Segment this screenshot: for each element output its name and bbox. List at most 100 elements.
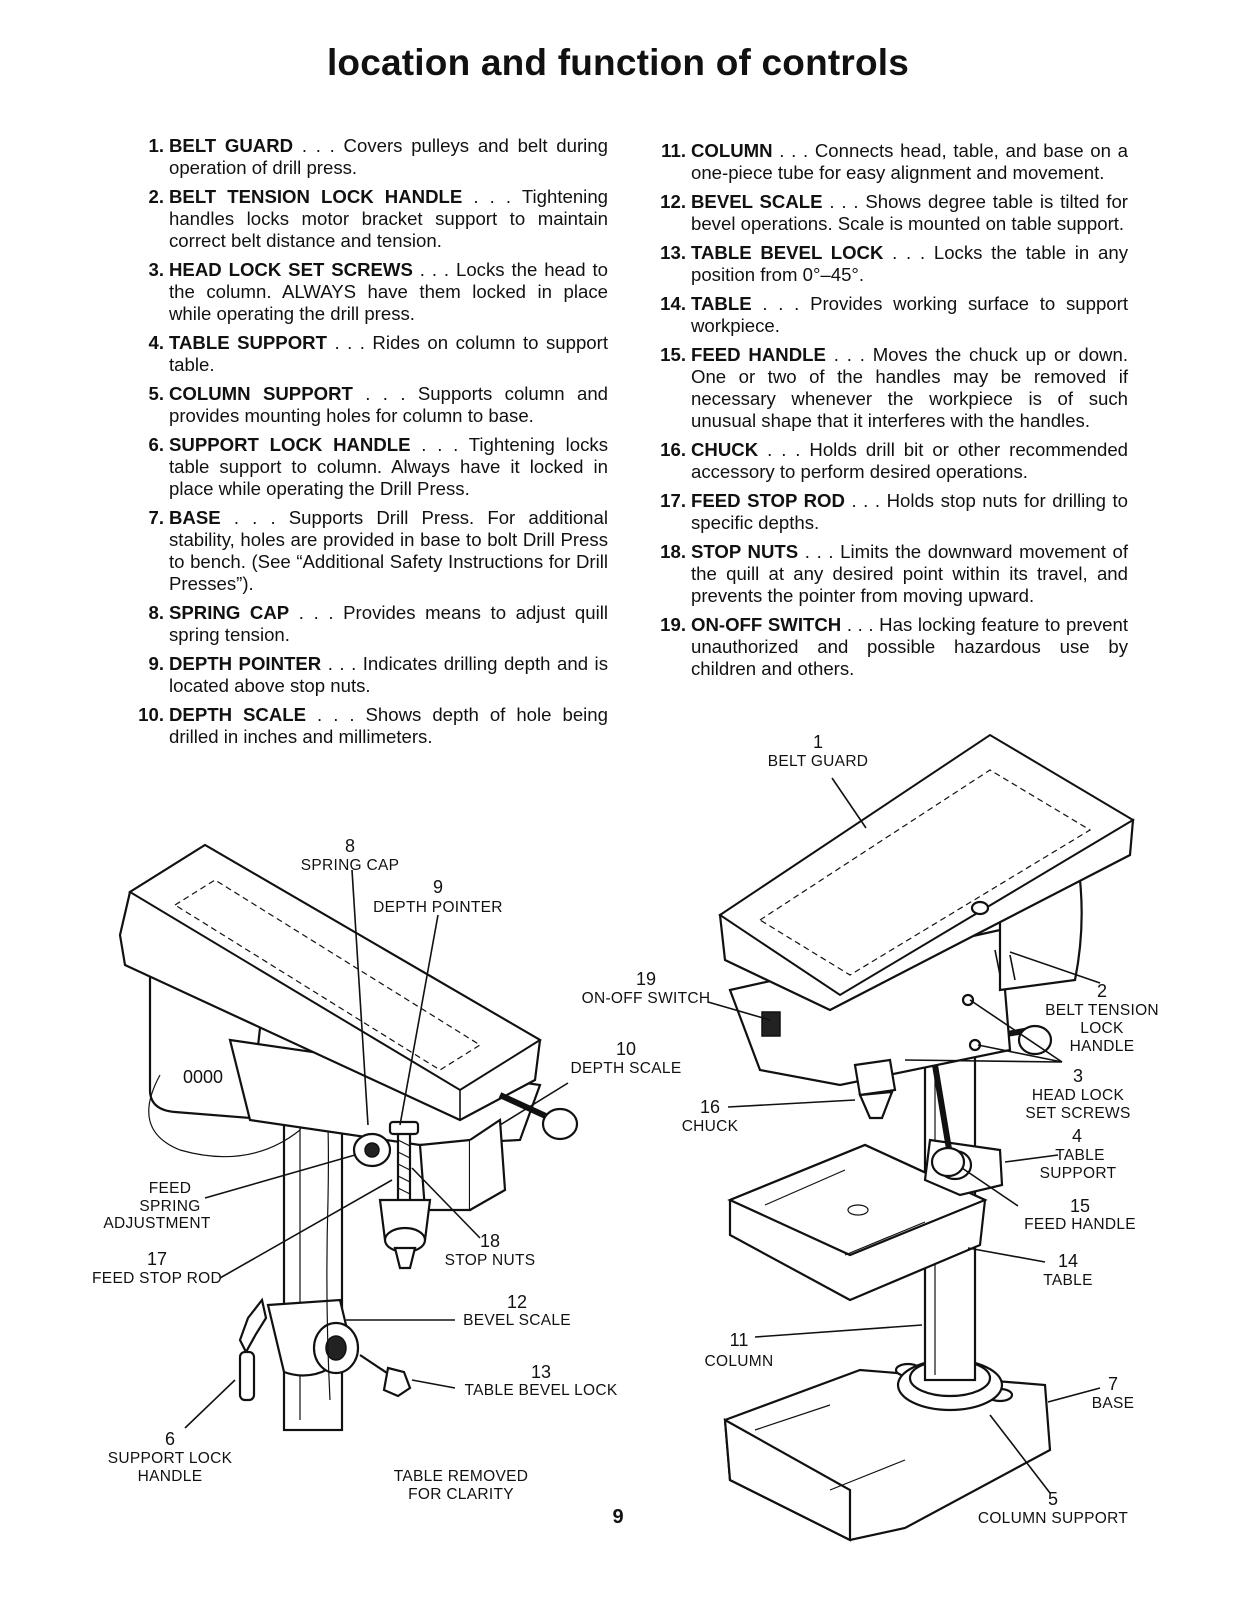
feed-spring-adjustment-line1: FEED [149,1180,192,1197]
control-description: . . . Moves the chuck up or down. One or… [691,344,1128,431]
callout-18-number: 18 [480,1231,500,1251]
callout-18-label: STOP NUTS [445,1252,536,1269]
callout-19-number: 19 [636,969,656,989]
control-number: 3. [148,259,164,280]
callout-3-label-line1: HEAD LOCK [1032,1087,1125,1104]
callout-9-label: DEPTH POINTER [373,899,503,916]
callout-14-number: 14 [1058,1251,1078,1271]
control-description: . . . Indicates drilling depth and is lo… [169,653,608,696]
callout-labels: 1 BELT GUARD 2 BELT TENSION LOCK HANDLE … [92,732,1159,1527]
control-item: 19.ON-OFF SWITCH . . . Has locking featu… [650,614,1128,680]
control-term: STOP NUTS [691,541,799,562]
callout-2-number: 2 [1097,981,1107,1001]
control-term: ON-OFF SWITCH [691,614,842,635]
control-number: 5. [148,383,164,404]
control-term: HEAD LOCK SET SCREWS [169,259,413,280]
control-term: TABLE [691,293,752,314]
table-removed-note-line2: FOR CLARITY [408,1486,514,1503]
callout-12-label: BEVEL SCALE [463,1312,571,1329]
control-term: SUPPORT LOCK HANDLE [169,434,411,455]
motor-label: 0000 [183,1067,223,1087]
control-number: 6. [148,434,164,455]
control-number: 7. [148,507,164,528]
control-description: . . . Provides means to adjust quill spr… [169,602,608,645]
control-number: 11. [661,140,686,161]
callout-7-label: BASE [1092,1395,1135,1412]
control-description: . . . Locks the head to the column. ALWA… [169,259,608,324]
callout-4-number: 4 [1072,1126,1082,1146]
control-number: 10. [138,704,164,725]
controls-list-right: 11.COLUMN . . . Connects head, table, an… [650,140,1128,687]
callout-2-label-line3: HANDLE [1070,1038,1135,1055]
control-description: . . . Rides on column to support table. [169,332,609,375]
callout-4-label-line2: SUPPORT [1040,1165,1117,1182]
callout-3-number: 3 [1073,1066,1083,1086]
control-term: COLUMN SUPPORT [169,383,353,404]
control-item: 2.BELT TENSION LOCK HANDLE . . . Tighten… [128,186,608,252]
control-term: FEED HANDLE [691,344,826,365]
callout-2-label-line2: LOCK [1080,1020,1124,1037]
callout-3-label-line2: SET SCREWS [1025,1105,1130,1122]
callout-16-label: CHUCK [682,1118,739,1135]
feed-spring-adjustment-line2: SPRING [139,1198,200,1215]
control-item: 5.COLUMN SUPPORT . . . Supports column a… [128,383,608,427]
callout-7-number: 7 [1108,1374,1118,1394]
control-term: DEPTH SCALE [169,704,307,725]
control-number: 19. [660,614,686,635]
control-description: . . . Covers pulleys and belt during ope… [169,135,608,178]
control-item: 10.DEPTH SCALE . . . Shows depth of hole… [128,704,608,748]
callout-10-number: 10 [616,1039,636,1059]
control-item: 6.SUPPORT LOCK HANDLE . . . Tightening l… [128,434,608,500]
callout-15-number: 15 [1070,1196,1090,1216]
right-drill-press-illustration [718,733,1135,1542]
control-description: . . . Shows depth of hole being drilled … [169,704,608,747]
control-term: BELT TENSION LOCK HANDLE [169,186,463,207]
control-description: . . . Shows degree table is tilted for b… [691,191,1128,234]
control-description: . . . Holds drill bit or other recommend… [691,439,1128,482]
callout-11-label: COLUMN [705,1353,774,1370]
callout-17-label: FEED STOP ROD [92,1270,222,1287]
control-term: BELT GUARD [169,135,294,156]
control-term: FEED STOP ROD [691,490,845,511]
callout-10-label: DEPTH SCALE [571,1060,682,1077]
callout-1-label: BELT GUARD [768,753,869,770]
control-number: 8. [148,602,164,623]
control-number: 13. [660,242,686,263]
control-description: . . . Tightening locks table support to … [169,434,608,499]
table-removed-note-line1: TABLE REMOVED [394,1468,529,1485]
callout-9-number: 9 [433,877,443,897]
control-number: 16. [660,439,686,460]
control-item: 7.BASE . . . Supports Drill Press. For a… [128,507,608,595]
callout-6-label-line2: HANDLE [138,1468,203,1485]
control-description: . . . Supports Drill Press. For addition… [169,507,608,594]
callout-8-label: SPRING CAP [301,857,400,874]
callout-leaders [184,777,1101,1494]
control-number: 1. [148,135,164,156]
callout-13-number: 13 [531,1362,551,1382]
callout-16-number: 16 [700,1097,720,1117]
control-item: 3.HEAD LOCK SET SCREWS . . . Locks the h… [128,259,608,325]
callout-12-number: 12 [507,1292,527,1312]
control-term: BASE [169,507,221,528]
callout-13-label: TABLE BEVEL LOCK [465,1382,618,1399]
control-number: 12. [660,191,686,212]
control-description: . . . Locks the table in any position fr… [691,242,1128,285]
control-number: 15. [660,344,686,365]
callout-6-label-line1: SUPPORT LOCK [108,1450,233,1467]
control-description: . . . Tightening handles locks motor bra… [169,186,608,251]
control-item: 14.TABLE . . . Provides working surface … [650,293,1128,337]
control-item: 15.FEED HANDLE . . . Moves the chuck up … [650,344,1128,432]
page-title: location and function of controls [326,42,910,83]
control-term: DEPTH POINTER [169,653,322,674]
control-item: 13.TABLE BEVEL LOCK . . . Locks the tabl… [650,242,1128,286]
control-description: . . . Provides working surface to suppor… [691,293,1128,336]
callout-17-number: 17 [147,1249,167,1269]
control-description: . . . Holds stop nuts for drilling to sp… [691,490,1128,533]
control-item: 16.CHUCK . . . Holds drill bit or other … [650,439,1128,483]
control-number: 17. [660,490,686,511]
controls-list-left: 1.BELT GUARD . . . Covers pulleys and be… [128,135,608,755]
callout-8-number: 8 [345,836,355,856]
callout-1-number: 1 [813,732,823,752]
callout-5-number: 5 [1048,1489,1058,1509]
